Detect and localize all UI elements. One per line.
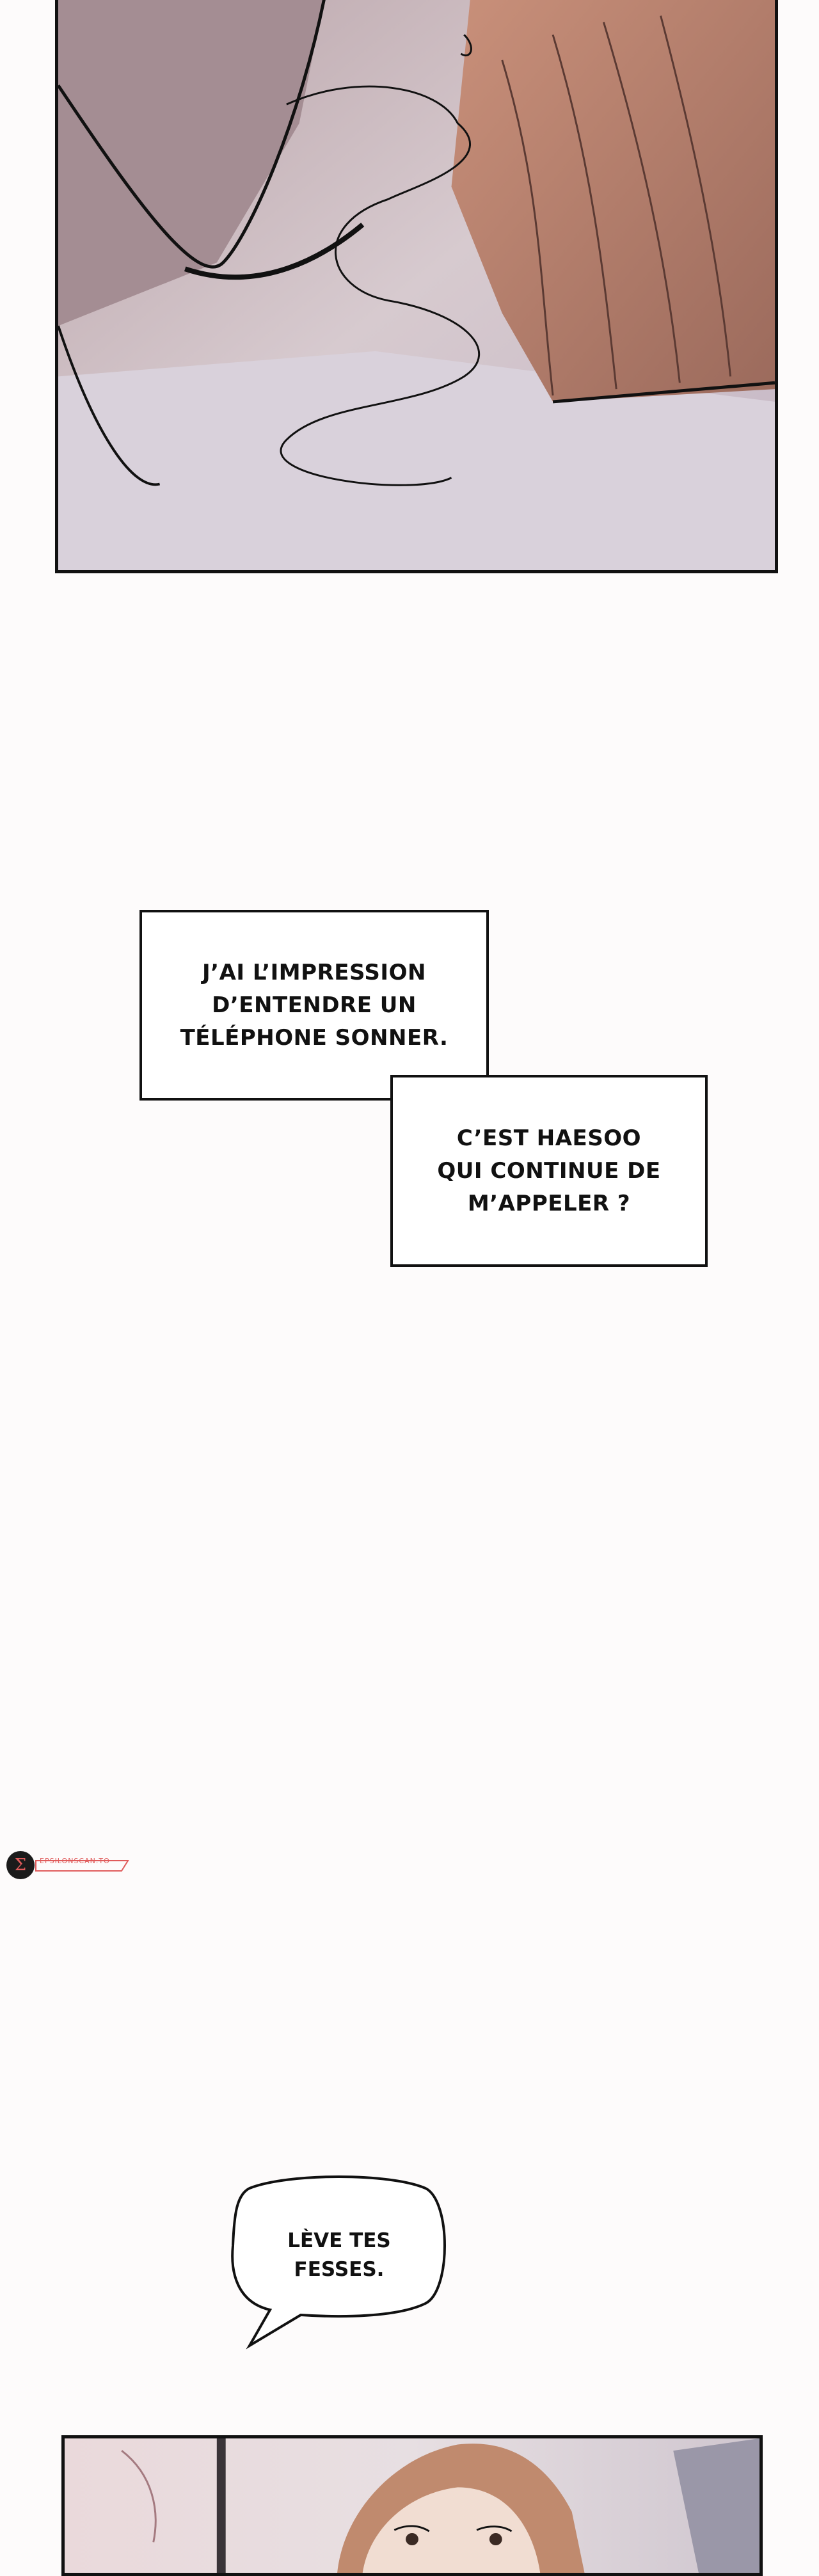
speech-bubble — [231, 2175, 446, 2349]
bottom-illustration-panel — [61, 2435, 763, 2576]
top-illustration — [58, 0, 775, 570]
speech-bubble-text: LÈVE TES FESSES. — [287, 2229, 391, 2281]
sigma-icon: Σ — [6, 1851, 129, 1879]
narration-caption-2: C’EST HAESOO QUI CONTINUE DE M’APPELER ? — [390, 1075, 708, 1267]
narration-caption-1: J’AI L’IMPRESSION D’ENTENDRE UN TÉLÉPHON… — [139, 910, 489, 1101]
bottom-illustration — [65, 2438, 759, 2573]
top-illustration-panel — [55, 0, 778, 573]
svg-text:Σ: Σ — [15, 1856, 26, 1875]
watermark-label: EPSILONSCAN.TO — [40, 1857, 110, 1865]
watermark: Σ EPSILONSCAN.TO — [3, 1849, 131, 1881]
